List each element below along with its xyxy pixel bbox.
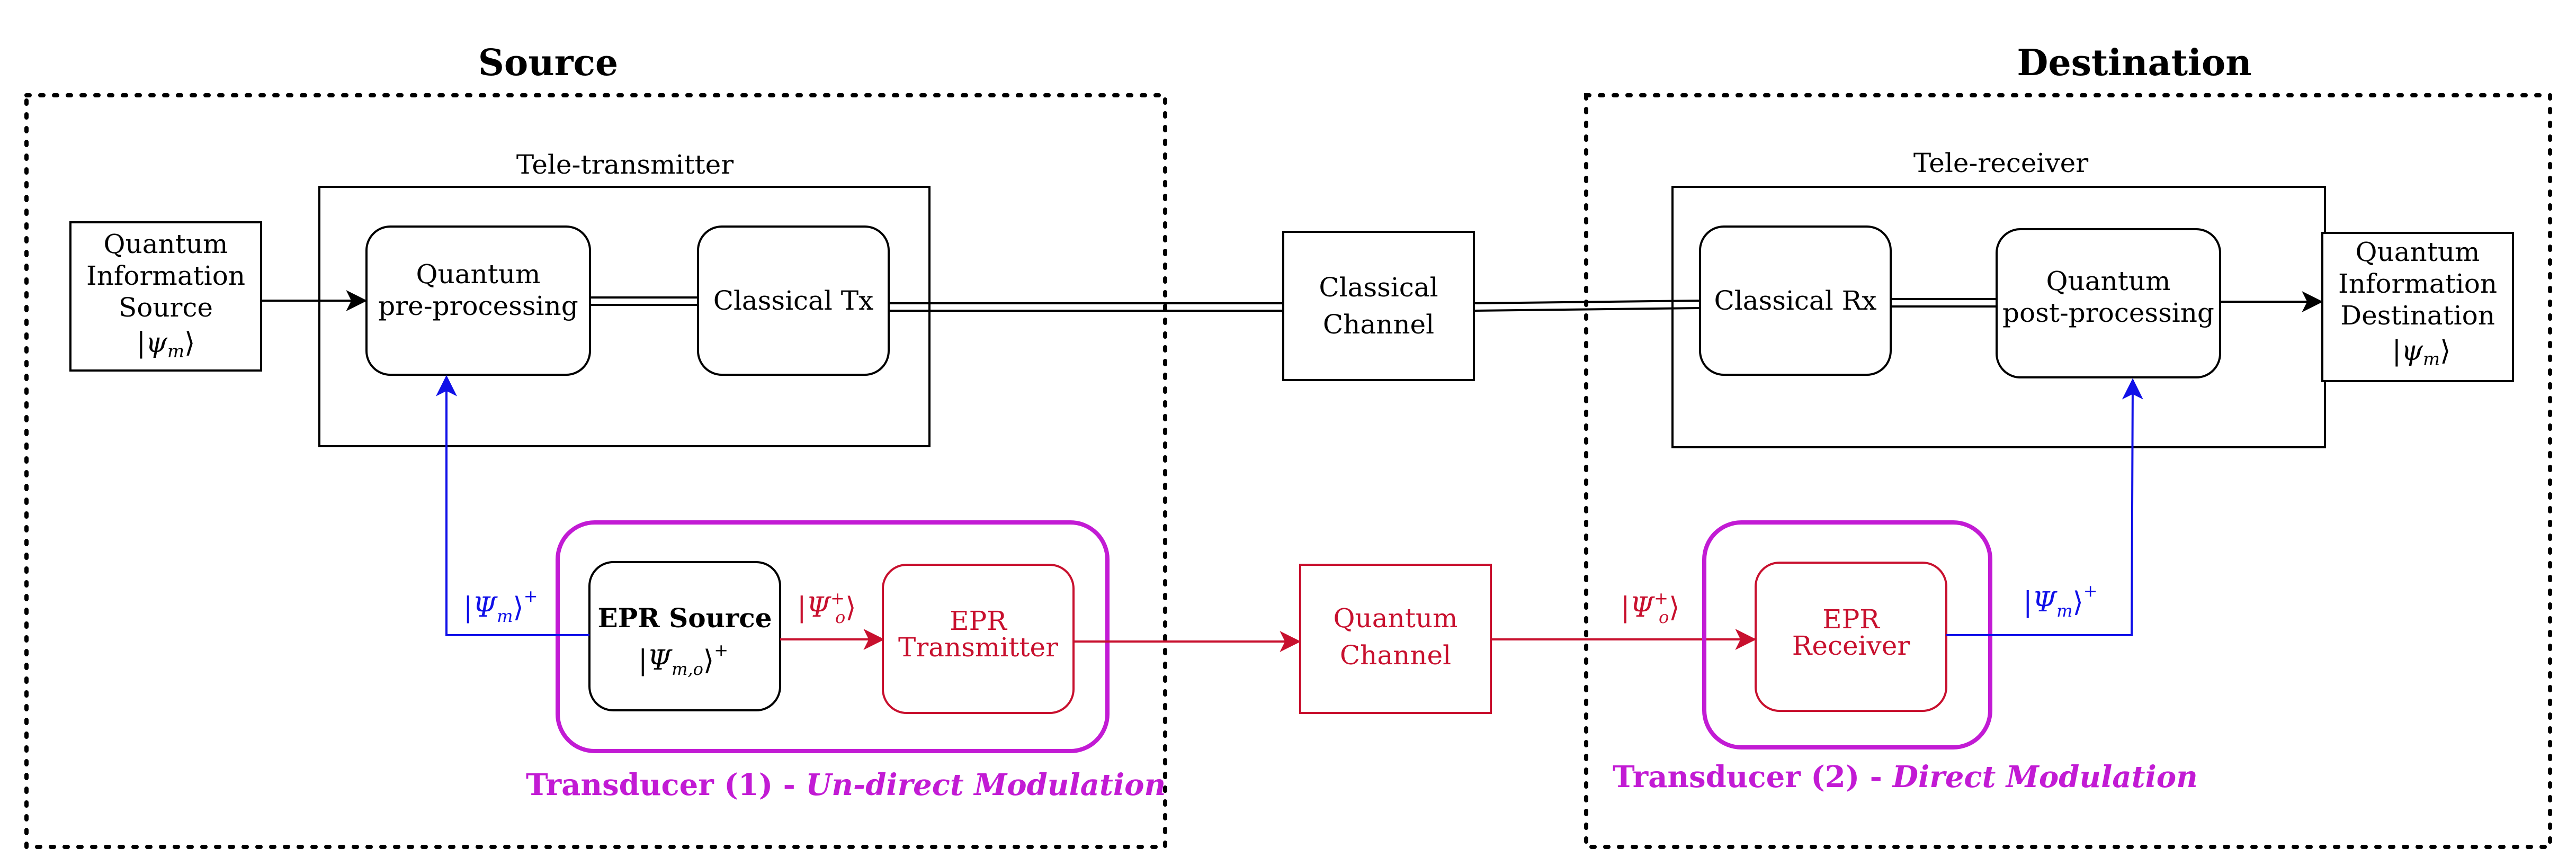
quantum-channel-label-line1: Quantum: [1334, 603, 1458, 634]
qpost-label-line2: post-processing: [2002, 297, 2214, 328]
classical-channel-label-line1: Classical: [1319, 272, 1438, 303]
tele-receiver-label: Tele-receiver: [1913, 148, 2088, 178]
tele-transmitter-box: [318, 186, 931, 447]
qis-label-line1: Quantum: [104, 229, 228, 259]
transducer-2-label: Transducer (2) - Direct Modulation: [1613, 760, 2198, 794]
epr-transmitter-box: [882, 564, 1075, 714]
epr-source-box: [588, 561, 781, 711]
dest-psi-m-plus-label: |Ψm⟩+: [2023, 581, 2098, 621]
epr-source-state: |Ψm,o⟩+: [638, 640, 728, 679]
quantum-postprocessing-box: [1996, 228, 2221, 378]
qid-label-line1: Quantum: [2356, 237, 2480, 267]
epr-source-to-preprocessing-arrow: [436, 375, 589, 636]
qis-label-line2: Information: [86, 260, 245, 291]
classical-rx-box: [1699, 225, 1892, 376]
tele-transmitter-label: Tele-transmitter: [516, 149, 734, 180]
classical-channel-label-line2: Channel: [1323, 309, 1434, 340]
epr-tx-label-line2: Transmitter: [898, 632, 1058, 663]
source-title: Source: [478, 42, 618, 84]
classical-tx-box: [697, 225, 890, 376]
transducer-1-box: [556, 520, 1110, 753]
epr-rx-label-line2: Receiver: [1792, 630, 1910, 661]
epr-source-title: EPR Source: [597, 602, 772, 634]
qpost-label-line1: Quantum: [2046, 266, 2171, 296]
dest-psi-o-plus-label: |Ψ+o⟩: [1621, 588, 1680, 627]
source-psi-m-plus-label: |Ψm⟩+: [463, 586, 538, 626]
destination-dotted-boundary: [1584, 93, 2552, 849]
classical-tx-label: Classical Tx: [713, 285, 874, 316]
source-psi-o-plus-label: |Ψ+o⟩: [797, 588, 856, 627]
qis-label-line3: Source: [119, 292, 213, 323]
source-dotted-boundary: [24, 93, 1167, 849]
qpre-label-line2: pre-processing: [378, 291, 578, 321]
quantum-preprocessing-box: [365, 225, 591, 376]
classical-channel-box: [1282, 231, 1475, 381]
qid-state: |ψm⟩: [2392, 335, 2451, 370]
channel-to-classical-rx-link-b: [1473, 307, 1701, 312]
qid-label-line2: Information: [2338, 268, 2497, 299]
transducer-1-label: Transducer (1) - Un-direct Modulation: [526, 767, 1166, 802]
quantum-channel-label-line2: Channel: [1340, 640, 1451, 671]
qis-state: |ψm⟩: [137, 327, 195, 362]
qid-label-line3: Destination: [2340, 300, 2495, 331]
quantum-information-destination-box: [2321, 232, 2514, 382]
qpre-label-line1: Quantum: [416, 259, 541, 290]
epr-tx-label-line1: EPR: [950, 606, 1007, 636]
epr-rx-label-line1: EPR: [1822, 604, 1880, 635]
classical-rx-label: Classical Rx: [1714, 285, 1877, 316]
quantum-information-source-box: [69, 221, 262, 372]
destination-title: Destination: [2017, 42, 2251, 84]
quantum-channel-box: [1299, 564, 1492, 714]
epr-receiver-to-postprocessing-arrow: [1946, 378, 2143, 636]
epr-receiver-box: [1755, 562, 1947, 712]
